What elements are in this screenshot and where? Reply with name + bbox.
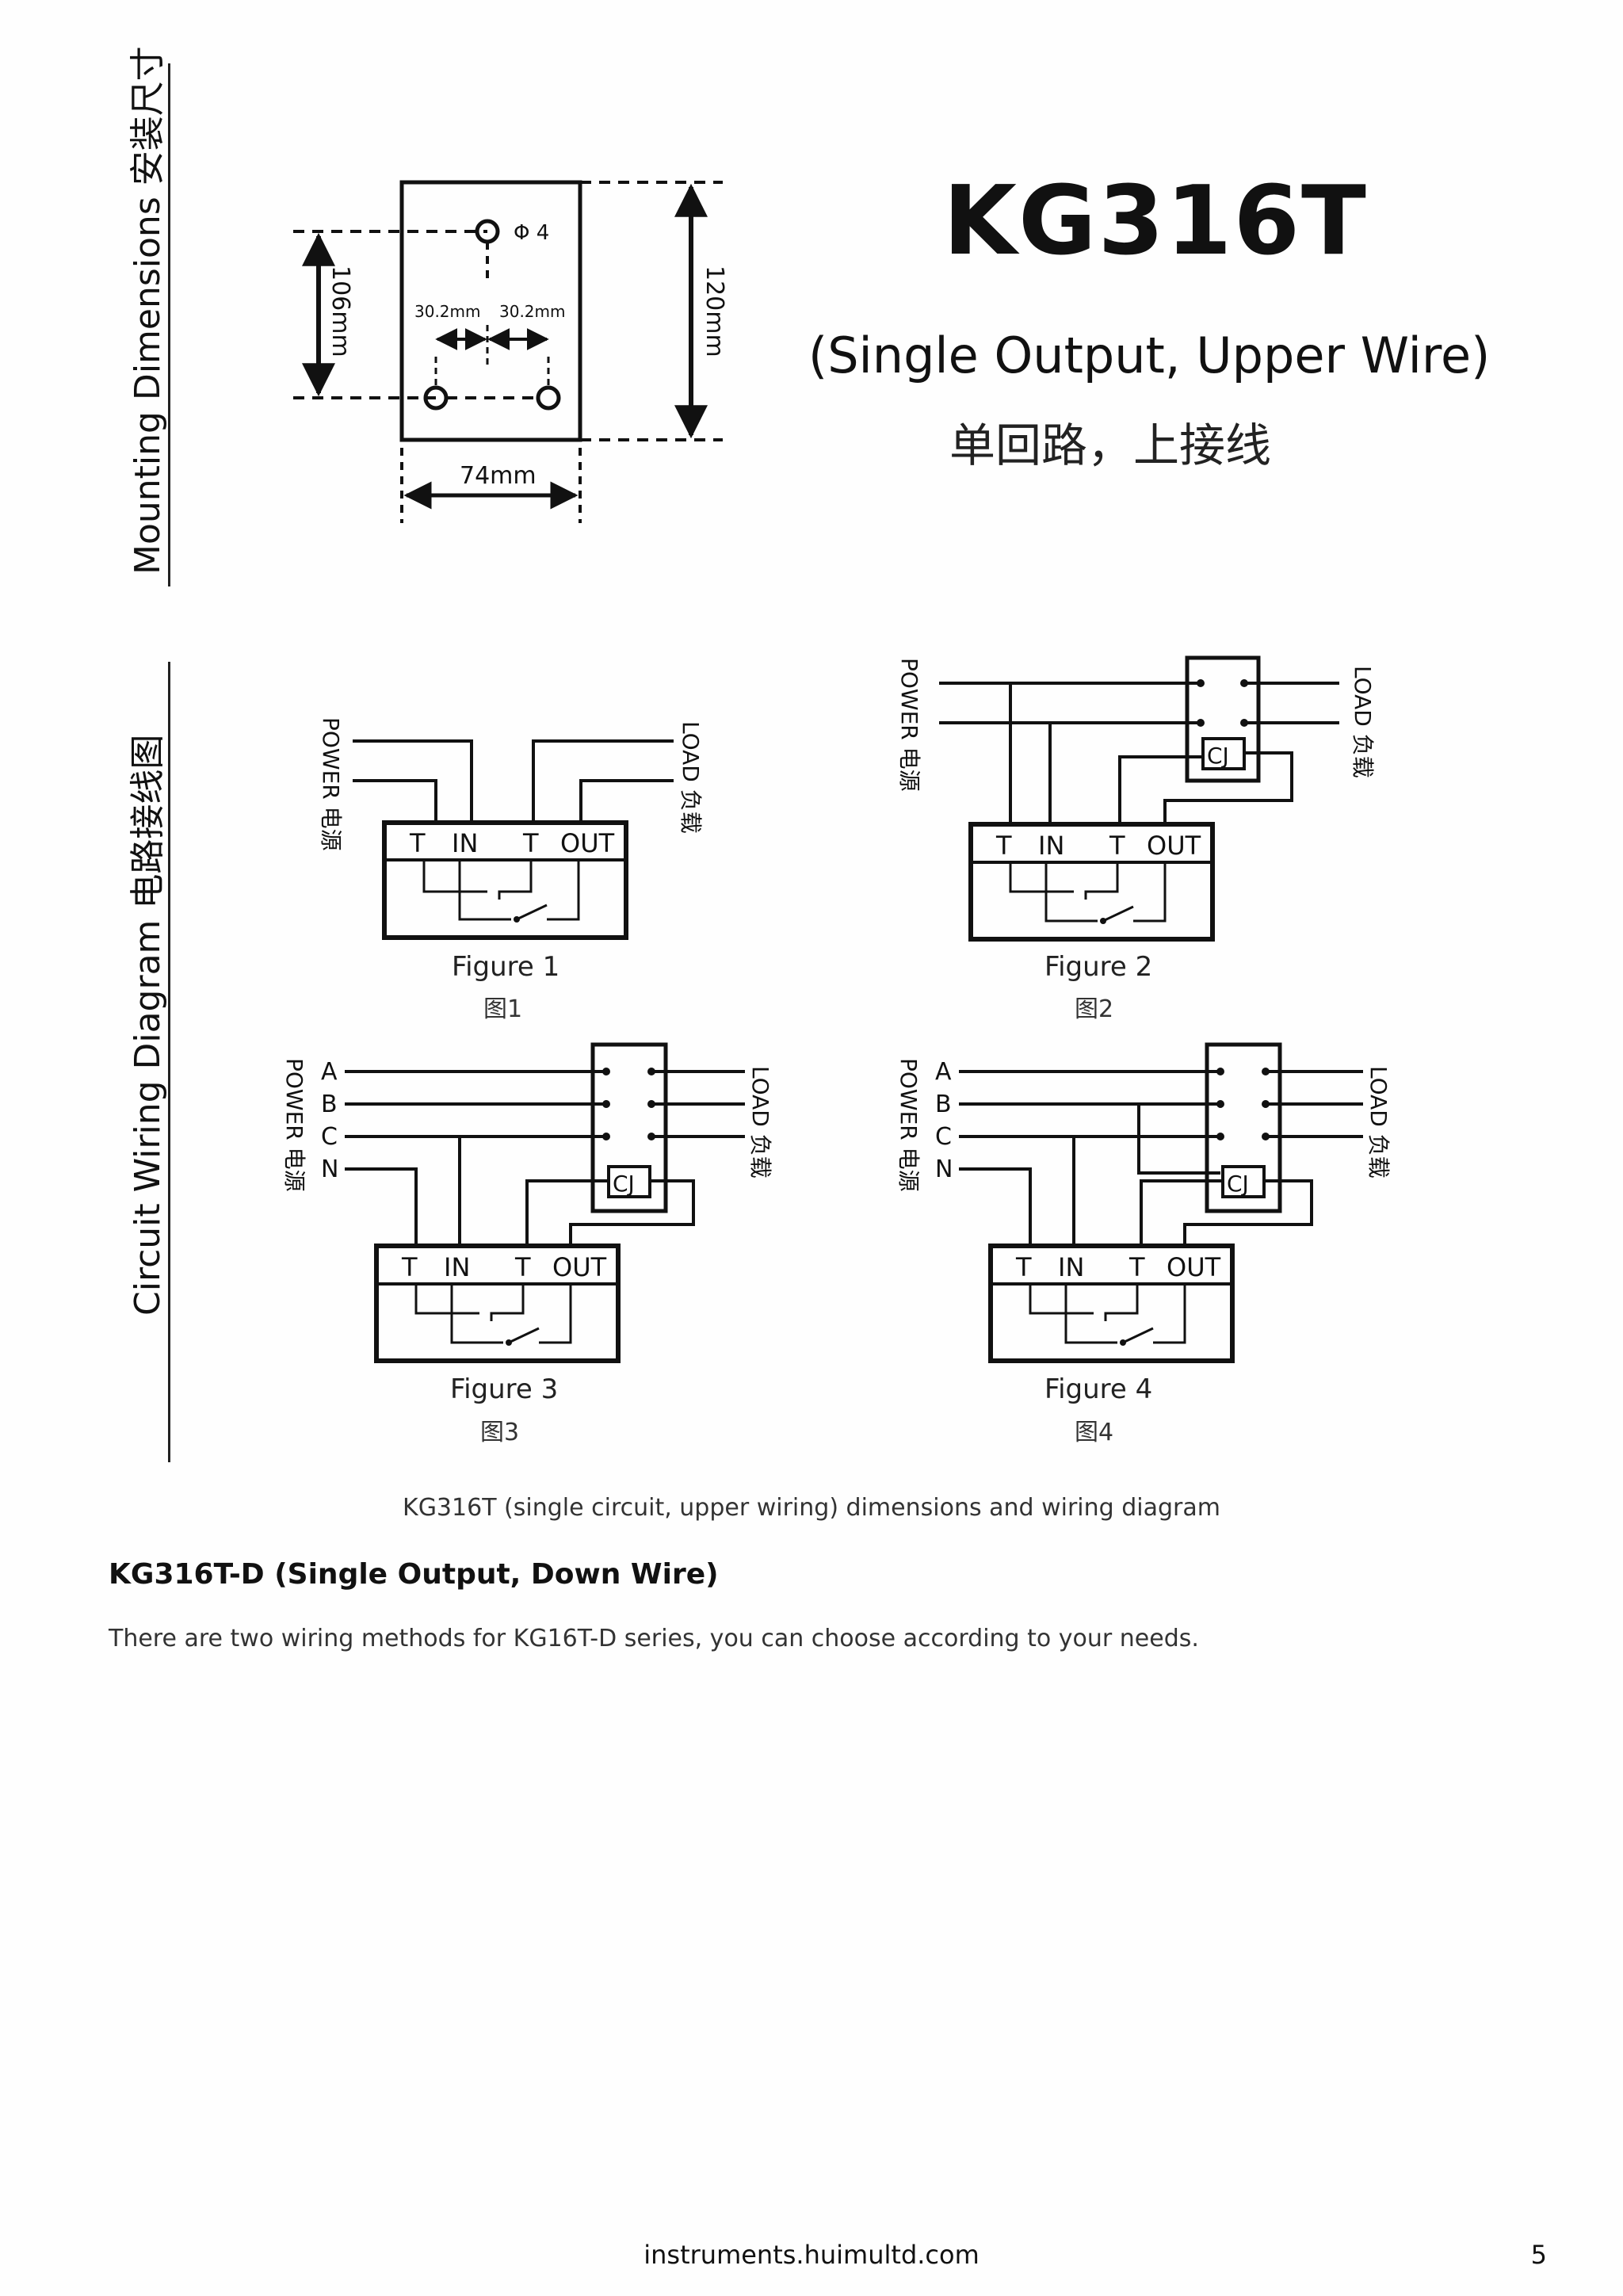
- wiring-side-label: Circuit Wiring Diagram 电路接线图: [128, 734, 168, 1316]
- mounting-divider: [168, 63, 170, 586]
- svg-text:T: T: [401, 1252, 418, 1282]
- spacing-right-label: 30.2mm: [499, 302, 566, 321]
- svg-text:T: T: [514, 1252, 531, 1282]
- svg-text:OUT: OUT: [1147, 831, 1201, 861]
- figure-1-diagram: POWER 电源 LOAD 负载 T IN T OUT: [318, 717, 704, 940]
- footer-url[interactable]: instruments.huimultd.com: [643, 2240, 980, 2270]
- width-label: 74mm: [460, 462, 537, 490]
- figure-4-diagram: POWER 电源 A B C N LOAD 负载 CJ T IN T OUT: [896, 1042, 1392, 1363]
- product-subtitle-cn: 单回路，上接线: [949, 418, 1272, 472]
- svg-text:C: C: [935, 1123, 952, 1151]
- svg-text:B: B: [935, 1091, 952, 1118]
- figure-3-diagram: POWER 电源 A B C N LOAD 负载 CJ T IN T OUT: [281, 1042, 773, 1363]
- bottom-right-hole: [536, 385, 561, 411]
- svg-text:IN: IN: [452, 828, 478, 858]
- svg-text:IN: IN: [444, 1252, 470, 1282]
- svg-text:N: N: [321, 1156, 338, 1183]
- mounting-side-label: Mounting Dimensions 安装尺寸: [128, 46, 168, 575]
- figure-1-caption-cn: 图1: [483, 995, 523, 1023]
- svg-text:T: T: [1128, 1252, 1145, 1282]
- hole-diameter-label: Φ 4: [514, 221, 549, 245]
- svg-text:IN: IN: [1038, 831, 1064, 861]
- figure-4-caption-cn: 图4: [1075, 1419, 1114, 1446]
- svg-text:N: N: [935, 1156, 953, 1183]
- outer-height-label: 120mm: [701, 266, 728, 357]
- svg-text:POWER 电源: POWER 电源: [281, 1058, 307, 1192]
- section-heading: KG316T-D (Single Output, Down Wire): [109, 1558, 719, 1591]
- svg-text:C: C: [321, 1123, 338, 1151]
- load-label: LOAD 负载: [678, 721, 704, 834]
- figure-1-caption: Figure 1: [452, 951, 560, 983]
- svg-text:A: A: [935, 1058, 952, 1086]
- power-label: POWER 电源: [318, 717, 344, 851]
- figure-3-caption-cn: 图3: [480, 1419, 520, 1446]
- svg-text:OUT: OUT: [1167, 1252, 1221, 1282]
- svg-text:POWER 电源: POWER 电源: [896, 658, 922, 792]
- figure-caption: KG316T (single circuit, upper wiring) di…: [403, 1494, 1220, 1522]
- section-body-text: There are two wiring methods for KG16T-D…: [109, 1625, 1199, 1652]
- controller-box: [382, 820, 628, 940]
- svg-text:T: T: [995, 831, 1012, 861]
- svg-text:CJ: CJ: [613, 1171, 635, 1197]
- svg-text:LOAD 负载: LOAD 负载: [747, 1066, 773, 1179]
- svg-text:B: B: [321, 1091, 338, 1118]
- figure-2-caption-cn: 图2: [1075, 995, 1114, 1023]
- figure-2-diagram: POWER 电源 LOAD 负载 CJ T IN T OUT: [896, 655, 1376, 942]
- figure-3-caption: Figure 3: [450, 1373, 559, 1405]
- contactor-box: [1185, 655, 1261, 783]
- mounting-dimensions-drawing: 120mm 106mm Φ 4 30.2mm 30.2mm 74mm: [293, 180, 728, 523]
- svg-text:LOAD 负载: LOAD 负载: [1365, 1066, 1392, 1179]
- svg-text:OUT: OUT: [560, 828, 615, 858]
- device-outline: [399, 180, 582, 442]
- svg-text:LOAD 负载: LOAD 负载: [1350, 666, 1376, 778]
- page-number: 5: [1530, 2240, 1547, 2270]
- figure-4-caption: Figure 4: [1044, 1373, 1153, 1405]
- svg-text:IN: IN: [1058, 1252, 1084, 1282]
- svg-text:POWER 电源: POWER 电源: [896, 1058, 922, 1192]
- svg-text:OUT: OUT: [552, 1252, 607, 1282]
- svg-text:CJ: CJ: [1207, 743, 1229, 769]
- spacing-left-label: 30.2mm: [414, 302, 481, 321]
- figure-2-caption: Figure 2: [1044, 951, 1153, 983]
- inner-height-label: 106mm: [327, 266, 354, 357]
- svg-text:T: T: [1109, 831, 1125, 861]
- wiring-divider: [168, 662, 170, 1462]
- svg-text:T: T: [522, 828, 539, 858]
- svg-text:T: T: [409, 828, 426, 858]
- product-model-title: KG316T: [943, 166, 1368, 277]
- svg-text:CJ: CJ: [1227, 1171, 1249, 1197]
- svg-text:A: A: [321, 1058, 338, 1086]
- svg-text:T: T: [1015, 1252, 1032, 1282]
- product-subtitle: (Single Output, Upper Wire): [808, 327, 1491, 384]
